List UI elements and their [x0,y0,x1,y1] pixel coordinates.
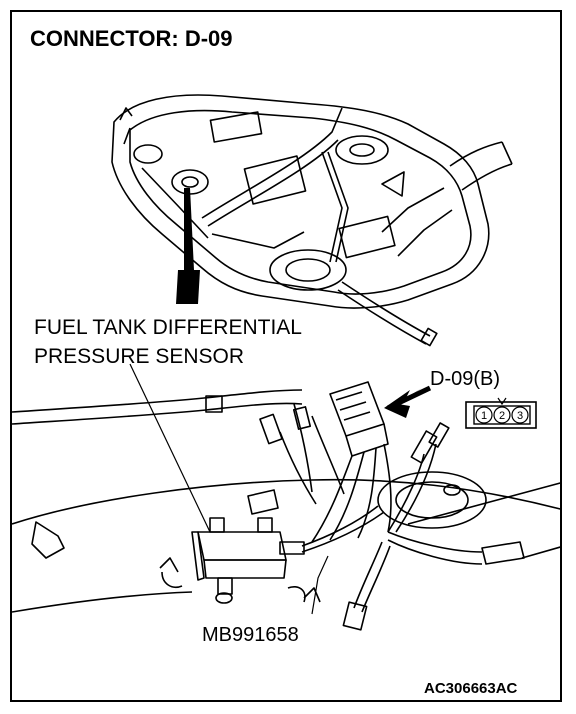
connector-pin-symbol: 1 2 3 [465,397,537,429]
page-title: CONNECTOR: D-09 [30,26,233,51]
figure-code: AC306663AC [424,680,518,697]
sensor-label-line2: PRESSURE SENSOR [34,345,245,368]
diagram-frame: 1 2 3 CONNECTOR: D-09 FUEL TANK DIFFEREN… [10,10,562,702]
connector-arrow [384,388,422,418]
closeup-drawing [12,381,560,631]
sensor-leader [129,363,211,533]
sensor-pointer [176,188,200,304]
fuel-tank-drawing [111,94,513,347]
connector-label: D-09(B) [430,368,501,390]
sensor-label-line1: FUEL TANK DIFFERENTIAL [34,316,302,339]
connector-pin-3: 3 [517,410,523,422]
illustration: 1 2 3 [12,94,560,631]
tool-leader [311,555,329,615]
connector-pin-1: 1 [481,410,487,422]
tool-label: MB991658 [202,624,299,646]
connector-pin-2: 2 [499,410,505,422]
